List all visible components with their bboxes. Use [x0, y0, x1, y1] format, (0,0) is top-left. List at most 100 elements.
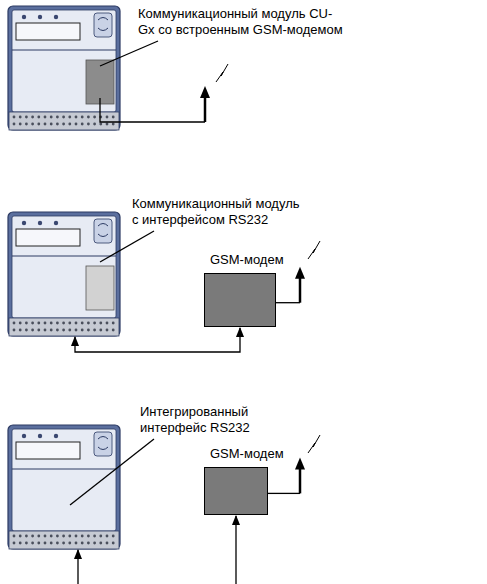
- terminal-screw: [25, 322, 28, 325]
- antenna-tip: [200, 86, 210, 98]
- terminal-screw: [56, 329, 59, 332]
- terminal-screw: [56, 535, 59, 538]
- meter-divider: [12, 256, 116, 257]
- electricity-meter: [8, 6, 120, 130]
- terminal-screw: [68, 123, 71, 126]
- meter-housing: [8, 212, 120, 336]
- terminal-screw: [75, 322, 78, 325]
- rs232-cable: [75, 328, 240, 352]
- terminal-screw: [13, 123, 16, 126]
- terminal-screw: [25, 535, 28, 538]
- modem-body: [204, 273, 276, 327]
- terminal-screw: [19, 535, 22, 538]
- terminal-screw: [13, 329, 16, 332]
- leader-line: [100, 41, 158, 66]
- terminal-screw: [99, 542, 102, 545]
- terminal-screw: [87, 542, 90, 545]
- terminal-screw: [31, 322, 34, 325]
- terminal-screw: [31, 329, 34, 332]
- terminal-screw: [37, 322, 40, 325]
- terminal-screw: [99, 123, 102, 126]
- meter-face: [12, 216, 116, 318]
- terminal-screw: [44, 322, 47, 325]
- terminal-screw: [87, 322, 90, 325]
- meter-housing: [8, 6, 120, 130]
- meter-face: [12, 429, 116, 531]
- indicator-dot: [22, 15, 26, 19]
- terminal-screw: [50, 123, 53, 126]
- terminal-screw: [68, 542, 71, 545]
- meter-logo-mark: [98, 18, 108, 31]
- leader-line: [70, 439, 154, 505]
- terminal-screw: [68, 322, 71, 325]
- terminal-screw: [93, 116, 96, 119]
- terminal-screw: [31, 116, 34, 119]
- terminal-screw: [19, 123, 22, 126]
- terminal-block: [9, 112, 119, 130]
- terminal-screw: [25, 123, 28, 126]
- meter-divider: [12, 469, 116, 470]
- terminal-screw: [81, 116, 84, 119]
- terminal-screw: [19, 542, 22, 545]
- meter-display: [16, 229, 80, 246]
- terminal-screw: [56, 116, 59, 119]
- meter-logo: [94, 219, 112, 243]
- indicator-dot: [22, 434, 26, 438]
- indicator-dot: [54, 221, 58, 225]
- communication-module: [86, 60, 114, 104]
- communication-module: [86, 266, 114, 310]
- terminal-screw: [75, 535, 78, 538]
- terminal-screw: [75, 542, 78, 545]
- terminal-screw: [25, 329, 28, 332]
- terminal-screw: [31, 535, 34, 538]
- terminal-screw: [13, 322, 16, 325]
- radio-signal: [216, 64, 228, 82]
- meter-display: [16, 442, 80, 459]
- terminal-screw: [112, 322, 115, 325]
- indicator-dot: [38, 15, 42, 19]
- rs232-cable: [77, 550, 78, 584]
- terminal-screw: [62, 542, 65, 545]
- modem-label: GSM-модем: [204, 252, 284, 268]
- meter-logo: [94, 432, 112, 456]
- terminal-screw: [44, 116, 47, 119]
- terminal-screw: [62, 329, 65, 332]
- antenna: [295, 267, 305, 303]
- antenna-cable: [276, 302, 300, 303]
- terminal-screw: [112, 535, 115, 538]
- terminal-screw: [99, 322, 102, 325]
- terminal-screw: [112, 542, 115, 545]
- terminal-screw: [62, 123, 65, 126]
- terminal-screw: [68, 329, 71, 332]
- terminal-screw: [75, 116, 78, 119]
- terminal-screw: [44, 542, 47, 545]
- terminal-screw: [81, 322, 84, 325]
- terminal-screw: [37, 116, 40, 119]
- terminal-screw: [31, 123, 34, 126]
- terminal-screw: [56, 542, 59, 545]
- antenna: [295, 457, 305, 493]
- meter-display: [16, 23, 80, 40]
- modem-body: [204, 467, 268, 515]
- rs232-cable: [235, 516, 236, 584]
- terminal-screw: [62, 322, 65, 325]
- terminal-screw: [37, 535, 40, 538]
- callout-label: Интегрированный интерфейс RS232: [140, 404, 265, 436]
- meter-logo-mark: [98, 224, 108, 237]
- terminal-screw: [106, 535, 109, 538]
- terminal-screw: [13, 535, 16, 538]
- terminal-screw: [44, 123, 47, 126]
- modem-label: GSM-модем: [204, 446, 284, 462]
- terminal-screw: [112, 329, 115, 332]
- terminal-screw: [25, 542, 28, 545]
- terminal-screw: [25, 116, 28, 119]
- indicator-dot: [22, 221, 26, 225]
- terminal-screw: [44, 329, 47, 332]
- terminal-screw: [13, 116, 16, 119]
- terminal-screw: [106, 542, 109, 545]
- terminal-screw: [112, 123, 115, 126]
- radio-signal: [308, 241, 320, 259]
- antenna-cable: [268, 493, 300, 494]
- terminal-screw: [87, 535, 90, 538]
- electricity-meter: [8, 425, 120, 549]
